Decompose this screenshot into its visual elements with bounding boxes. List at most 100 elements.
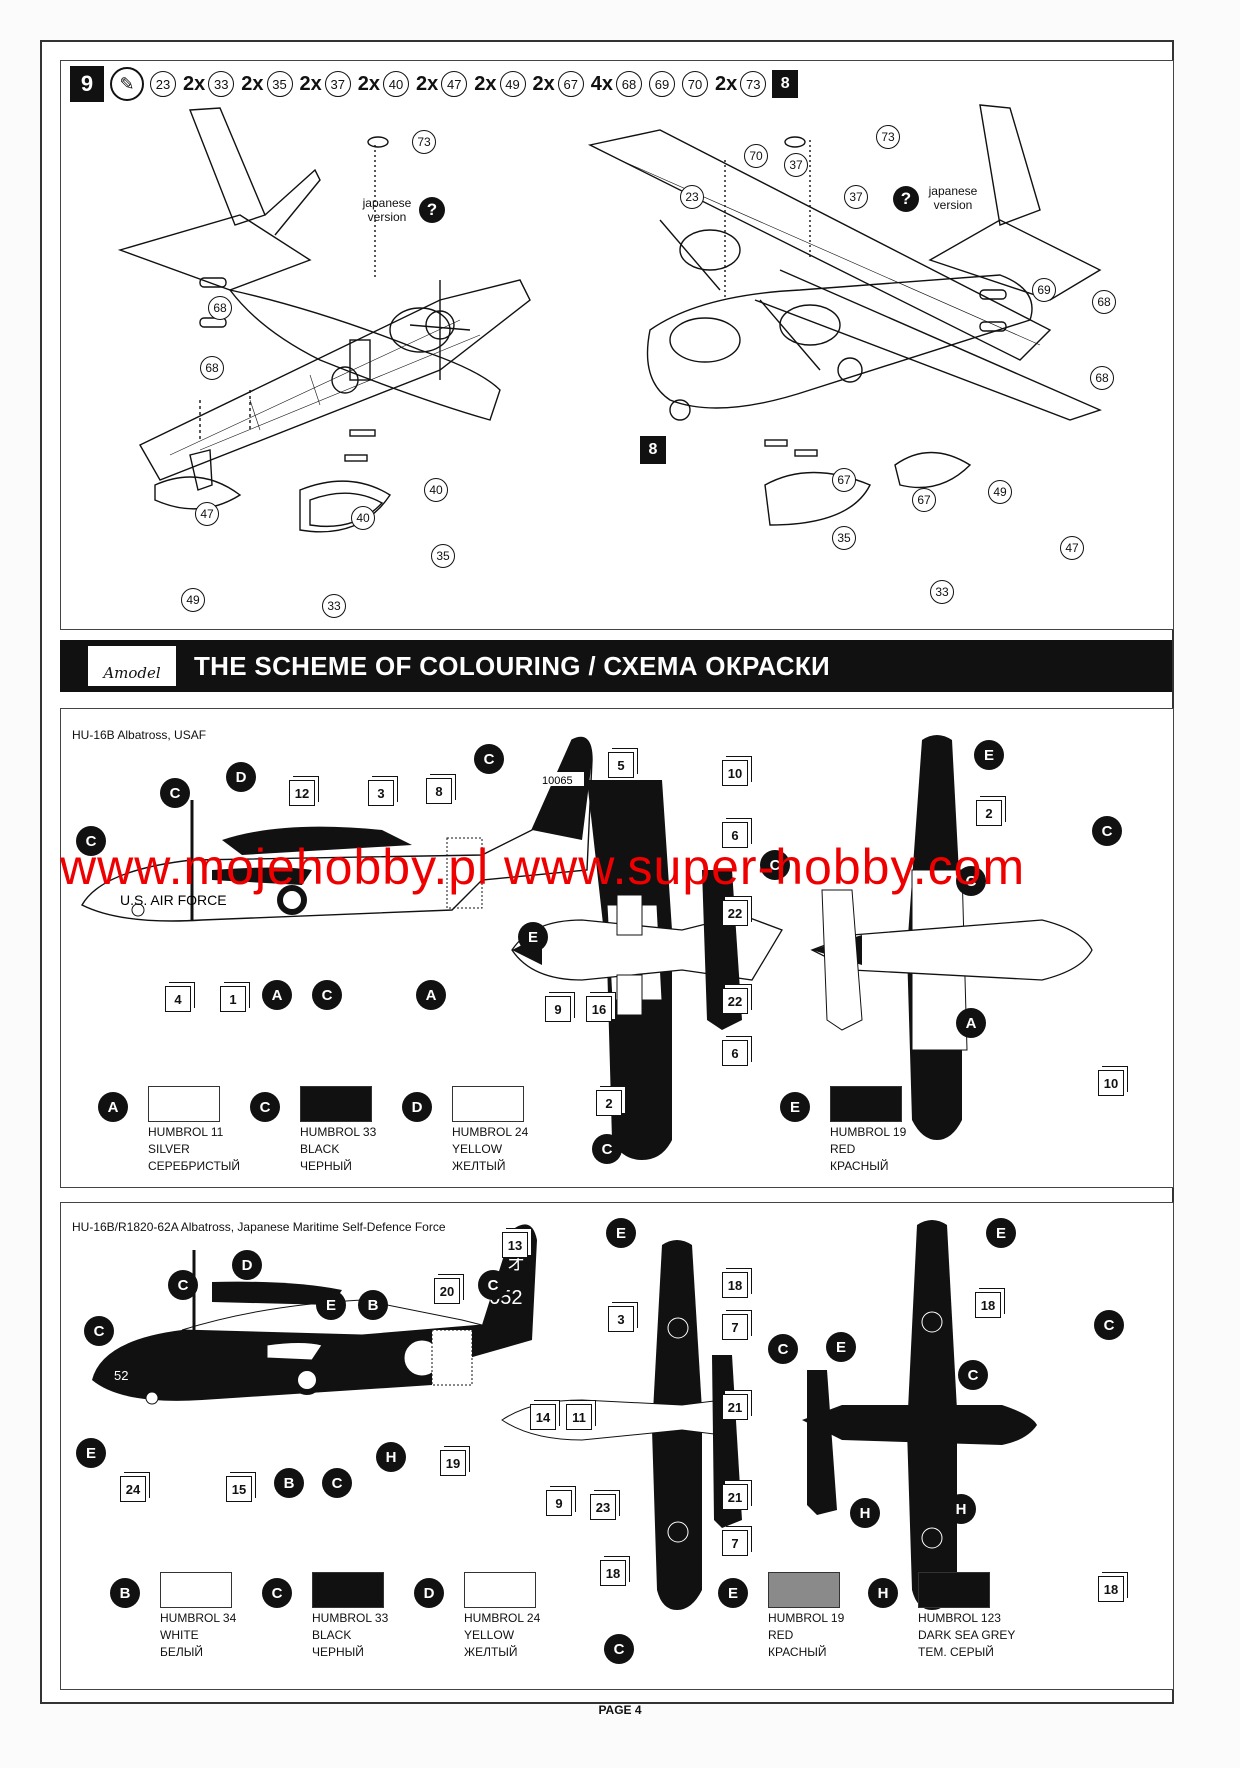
paint-marker: C [958, 1360, 988, 1390]
paint-marker: B [358, 1290, 388, 1320]
decal-marker: 12 [289, 780, 315, 806]
decal-marker: 19 [440, 1450, 466, 1476]
scheme2-title: HU-16B/R1820-62A Albatross, Japanese Mar… [72, 1220, 446, 1234]
vertical-tail [188, 107, 266, 226]
part-callout: 73 [412, 130, 436, 154]
paint-description-line: HUMBROL 34 [160, 1611, 237, 1625]
decal-marker: 22 [722, 900, 748, 926]
paint-description-line: ЖЕЛТЫЙ [464, 1645, 518, 1659]
paint-description-line: RED [830, 1142, 856, 1156]
paint-marker: C [1092, 816, 1122, 846]
part-callout: 35 [832, 526, 856, 550]
part-callout: 68 [208, 296, 232, 320]
vertical-tail [979, 104, 1041, 226]
fuselage [228, 288, 501, 421]
part-callout: 67 [912, 488, 936, 512]
main-wing [139, 279, 531, 481]
decal-marker: 1 [220, 986, 246, 1012]
part-quantity: 2x [357, 72, 380, 95]
paint-description-line: HUMBROL 33 [312, 1611, 389, 1625]
color-swatch [148, 1086, 220, 1122]
decal-marker: 18 [975, 1292, 1001, 1318]
paint-marker: C [168, 1270, 198, 1300]
paint-marker: C [322, 1468, 352, 1498]
part-callout: 35 [431, 544, 455, 568]
part-number: 47 [441, 71, 468, 97]
part-callout: 67 [832, 468, 856, 492]
paint-marker: C [84, 1316, 114, 1346]
decal-marker: 20 [434, 1278, 460, 1304]
horizontal-stabilizer [117, 214, 312, 291]
paint-marker: A [262, 980, 292, 1010]
decal-marker: 6 [722, 1040, 748, 1066]
paint-marker: H [376, 1442, 406, 1472]
part-callout: 69 [1032, 278, 1056, 302]
scheme1-side-view [81, 736, 593, 922]
paint-description-line: YELLOW [452, 1142, 503, 1156]
part-number: 67 [557, 71, 584, 97]
paint-marker: E [316, 1290, 346, 1320]
decal-marker: 10 [1098, 1070, 1124, 1096]
swatch-code-e: E [718, 1578, 748, 1608]
part-callout: 68 [1092, 290, 1116, 314]
part-count-item: 69 [649, 71, 675, 97]
question-icon: ? [419, 197, 445, 223]
left-float [764, 471, 871, 526]
decal-marker: 5 [608, 752, 634, 778]
main-wing [587, 129, 1052, 361]
swatch-code-h: H [868, 1578, 898, 1608]
paint-marker: D [232, 1250, 262, 1280]
decal-marker: 6 [722, 822, 748, 848]
paint-description-line: БЕЛЫЙ [160, 1645, 204, 1659]
fuselage [646, 274, 1033, 409]
page-number: PAGE 4 [598, 1703, 642, 1717]
decal-marker: 21 [722, 1484, 748, 1510]
tail-number: 10065 [542, 775, 573, 787]
paint-marker: C [474, 744, 504, 774]
paint-description-line: ЧЕРНЫЙ [300, 1159, 352, 1173]
paint-marker: C [160, 778, 190, 808]
part-quantity: 2x [416, 72, 439, 95]
right-assembly-drawing [587, 104, 1102, 526]
decal-marker: 18 [722, 1272, 748, 1298]
swatch-code-c: C [262, 1578, 292, 1608]
swatch-code-c: C [250, 1092, 280, 1122]
decal-marker: 2 [976, 800, 1002, 826]
part-number: 37 [324, 71, 351, 97]
paint-description-line: HUMBROL 24 [464, 1611, 541, 1625]
left-float [154, 476, 242, 510]
part-callout: 47 [1060, 536, 1084, 560]
paint-marker: C [760, 850, 790, 880]
paint-description-line: HUMBROL 33 [300, 1125, 377, 1139]
part-quantity: 4x [590, 72, 613, 95]
paint-marker: C [478, 1270, 508, 1300]
color-swatch [830, 1086, 902, 1122]
decal-marker: 16 [586, 996, 612, 1022]
paint-marker: B [274, 1468, 304, 1498]
decal-marker: 3 [608, 1306, 634, 1332]
scheme2-bottom-view [802, 1220, 1037, 1610]
scheme2-side-view [92, 1224, 537, 1405]
paint-description-line: ТЕМ. СЕРЫЙ [918, 1645, 994, 1659]
amodel-logo: Amodel [88, 646, 176, 686]
part-number: 70 [682, 71, 708, 97]
paint-description-line: ЖЕЛТЫЙ [452, 1159, 506, 1173]
paint-marker: E [518, 922, 548, 952]
part-callout: 49 [988, 480, 1012, 504]
part-quantity: 2x [299, 72, 322, 95]
engine-left [679, 229, 741, 271]
engine-nacelle [389, 307, 451, 353]
part-callout: 40 [351, 506, 375, 530]
left-assembly-drawing [117, 107, 531, 533]
decal-marker: 2 [596, 1090, 622, 1116]
watermark-text: www.mojehobby.pl www.super-hobby.com [60, 839, 1026, 895]
paint-description-line: HUMBROL 19 [768, 1611, 845, 1625]
